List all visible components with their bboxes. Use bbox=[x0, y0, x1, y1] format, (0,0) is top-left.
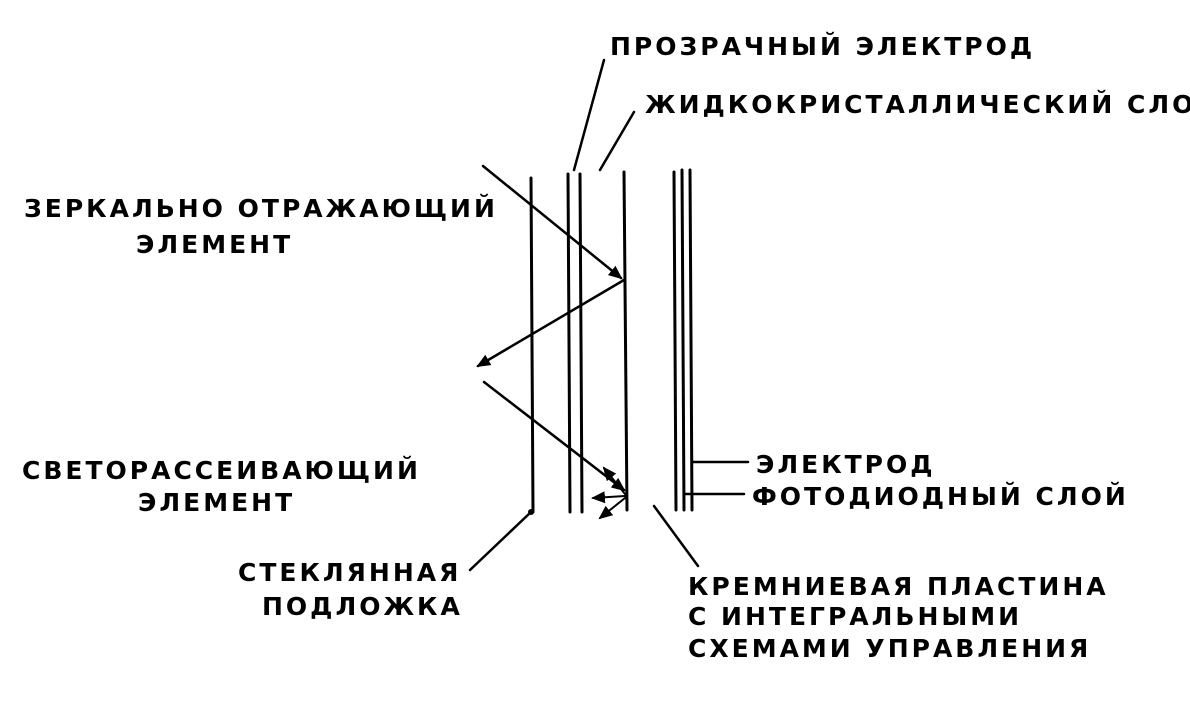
glass-substrate-layer bbox=[529, 176, 535, 514]
label-mirror-element-2: ЭЛЕМЕНТ bbox=[136, 230, 294, 259]
leader-liquid-crystal bbox=[598, 110, 636, 172]
label-photodiode-layer: ФОТОДИОДНЫЙ СЛОЙ bbox=[752, 482, 1129, 511]
label-electrode: ЭЛЕКТРОД bbox=[756, 450, 936, 479]
label-mirror-element-1: ЗЕРКАЛЬНО ОТРАЖАЮЩИЙ bbox=[24, 194, 498, 223]
leader-dot-glass bbox=[528, 509, 534, 515]
photodiode-layer bbox=[680, 168, 686, 512]
scatter-arrow-1 bbox=[602, 466, 626, 495]
label-glass-substrate-1: СТЕКЛЯННАЯ bbox=[238, 558, 462, 587]
label-silicon-wafer-1: КРЕМНИЕВАЯ ПЛАСТИНА bbox=[688, 572, 1109, 601]
label-silicon-wafer-3: СХЕМАМИ УПРАВЛЕНИЯ bbox=[688, 634, 1092, 663]
leader-transparent-electrode bbox=[572, 58, 606, 172]
leader-glass-substrate bbox=[468, 510, 533, 572]
label-liquid-crystal-layer: ЖИДКОКРИСТАЛЛИЧЕСКИЙ СЛОЙ bbox=[645, 90, 1190, 119]
incident-ray-top bbox=[481, 164, 623, 280]
label-scattering-element-1: СВЕТОРАССЕИВАЮЩИЙ bbox=[22, 456, 421, 485]
transparent-electrode-layer-a bbox=[566, 172, 572, 514]
reflected-ray bbox=[476, 278, 626, 368]
electrode-layer bbox=[688, 168, 694, 512]
label-glass-substrate-2: ПОДЛОЖКА bbox=[262, 592, 463, 621]
label-silicon-wafer-2: С ИНТЕГРАЛЬНЫМИ bbox=[688, 602, 1023, 631]
silicon-wafer-layer bbox=[672, 170, 678, 512]
scatter-arrow-3 bbox=[598, 497, 626, 520]
label-transparent-electrode: ПРОЗРАЧНЫЙ ЭЛЕКТРОД bbox=[610, 32, 1036, 61]
scatter-arrow-2 bbox=[591, 491, 626, 504]
leader-silicon-wafer bbox=[652, 504, 700, 568]
mirror-element-layer bbox=[622, 170, 629, 512]
transparent-electrode-layer-b bbox=[578, 172, 584, 514]
label-scattering-element-2: ЭЛЕМЕНТ bbox=[138, 488, 296, 517]
incident-ray-bottom bbox=[482, 380, 626, 492]
